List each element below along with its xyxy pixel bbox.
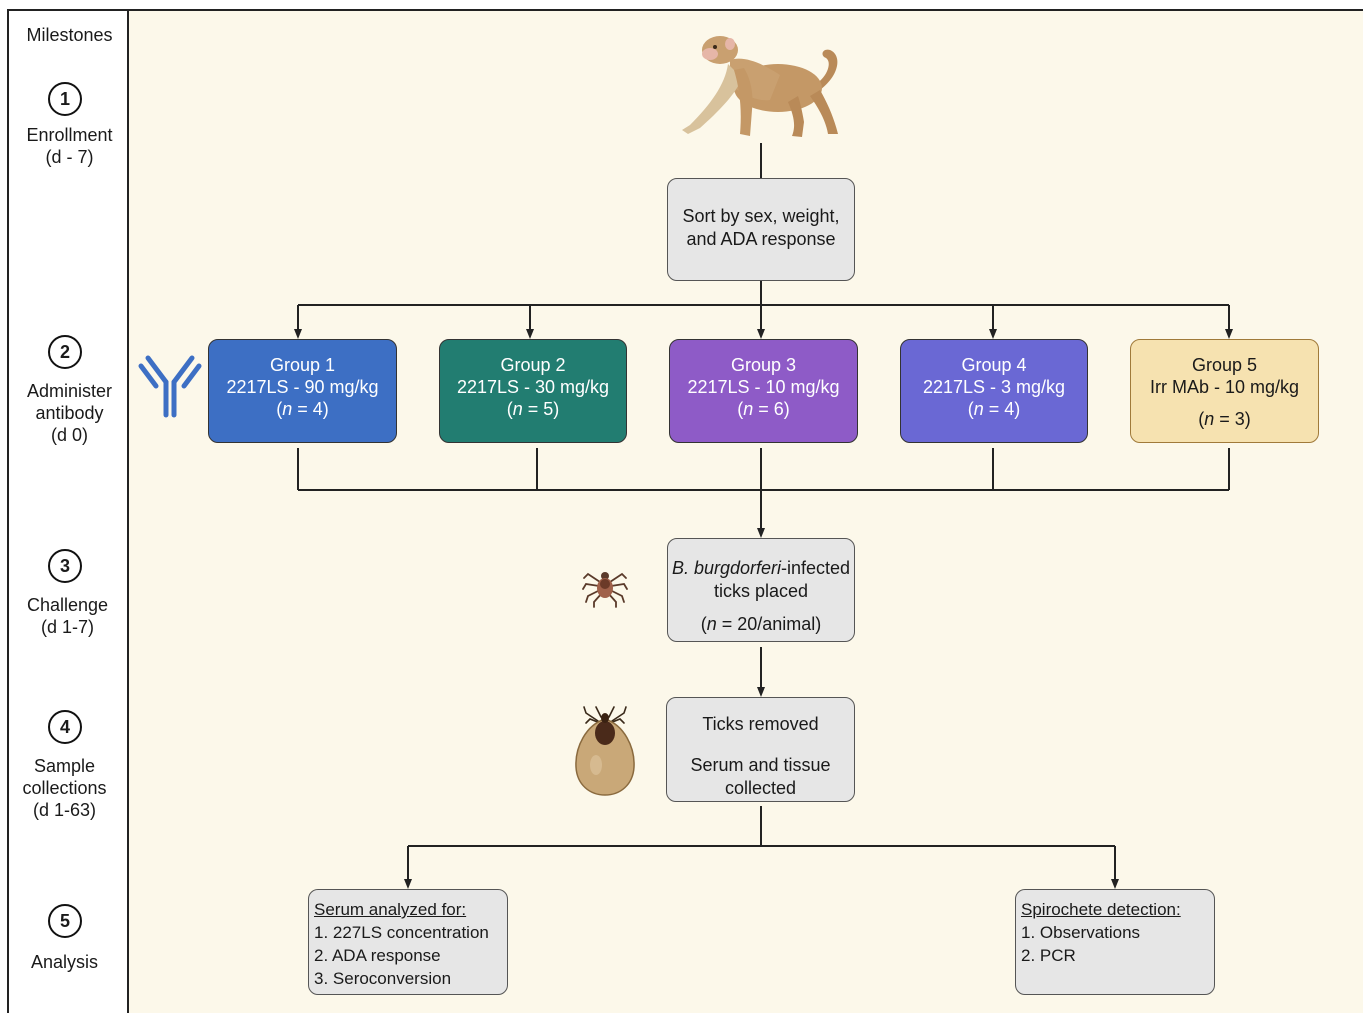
group-2-n-value: 5 (543, 399, 554, 419)
milestone-3-title: Challenge (26, 595, 109, 615)
sort-box-line1: Sort by sex, weight, (682, 206, 840, 226)
tick-icon (582, 572, 628, 608)
group-4-name: Group 4 (961, 355, 1027, 375)
group-1-n-value: 4 (312, 399, 323, 419)
group-3-n-symbol: n (743, 399, 754, 419)
group-5-dose: Irr MAb - 10 mg/kg (1149, 377, 1300, 397)
group-1-count: (n = 4) (276, 399, 329, 419)
group-3-count: (n = 6) (737, 399, 790, 419)
milestone-2-label: Administer antibody (d 0) (7, 380, 132, 446)
ticks-removed-line1: Ticks removed (702, 714, 819, 734)
ticks-placed-line1: B. burgdorferi-infected (668, 557, 854, 580)
milestone-2-title-line1: Administer (26, 381, 113, 401)
milestone-2-title-line2: antibody (35, 403, 104, 423)
group-3-n-value: 6 (773, 399, 784, 419)
milestone-5-number: 5 (48, 904, 82, 938)
milestone-4-day: (d 1-63) (32, 800, 97, 820)
group-4-count: (n = 4) (967, 399, 1021, 419)
group-5-count: (n = 3) (1198, 409, 1251, 429)
species-name: B. burgdorferi (671, 558, 781, 578)
ticks-placed-count: (n = 20/animal) (700, 614, 822, 634)
milestone-4-title-line2: collections (22, 778, 107, 798)
milestone-4-title-line1: Sample (33, 756, 96, 776)
ticks-removed-box: Ticks removed Serum and tissue collected (666, 697, 855, 802)
group-5-name: Group 5 (1191, 355, 1258, 375)
milestone-1-title: Enrollment (26, 125, 113, 145)
group-5-n-value: 3 (1234, 409, 1245, 429)
spirochete-detection-title: Spirochete detection: (1021, 900, 1181, 919)
group-3-name: Group 3 (730, 355, 797, 375)
ticks-placed-line2: ticks placed (713, 581, 809, 601)
milestone-4-number: 4 (48, 710, 82, 744)
milestone-3-number: 3 (48, 549, 82, 583)
group-2-count: (n = 5) (506, 399, 560, 419)
ticks-removed-line3: collected (724, 778, 797, 798)
group-2-box: Group 2 2217LS - 30 mg/kg (n = 5) (439, 339, 627, 443)
milestone-2-number: 2 (48, 335, 82, 369)
group-2-name: Group 2 (500, 355, 566, 375)
milestones-title: Milestones (26, 25, 113, 45)
engorged-tick-icon (575, 706, 635, 796)
group-2-n-symbol: n (512, 399, 523, 419)
ticks-placed-n-symbol: n (706, 614, 717, 634)
sort-box: Sort by sex, weight, and ADA response (667, 178, 855, 281)
milestone-5-title: Analysis (30, 952, 99, 972)
milestone-1-number: 1 (48, 82, 82, 116)
serum-analysis-item-2: 2. ADA response (314, 946, 441, 965)
milestone-4-label: Sample collections (d 1-63) (2, 755, 127, 821)
monkey-icon (682, 36, 838, 137)
group-1-dose: 2217LS - 90 mg/kg (226, 377, 379, 397)
group-4-box: Group 4 2217LS - 3 mg/kg (n = 4) (900, 339, 1088, 443)
milestone-3-label: Challenge (d 1-7) (5, 594, 130, 638)
ticks-placed-n-value: = 20/animal) (721, 614, 822, 634)
ticks-removed-line2: Serum and tissue (690, 755, 831, 775)
milestones-column (7, 9, 129, 1013)
antibody-icon (138, 355, 202, 418)
group-1-name: Group 1 (269, 355, 336, 375)
group-1-box: Group 1 2217LS - 90 mg/kg (n = 4) (208, 339, 397, 443)
species-suffix: -infected (781, 558, 851, 578)
group-5-box: Group 5 Irr MAb - 10 mg/kg (n = 3) (1130, 339, 1319, 443)
group-3-dose: 2217LS - 10 mg/kg (687, 377, 840, 397)
group-5-n-symbol: n (1204, 409, 1215, 429)
spirochete-detection-item-2: 2. PCR (1021, 946, 1076, 965)
milestone-3-day: (d 1-7) (40, 617, 94, 637)
group-1-n-symbol: n (282, 399, 293, 419)
serum-analysis-box: Serum analyzed for: 1. 227LS concentrati… (308, 889, 508, 995)
group-4-n-value: 4 (1004, 399, 1015, 419)
group-3-box: Group 3 2217LS - 10 mg/kg (n = 6) (669, 339, 858, 443)
milestone-1-label: Enrollment (d - 7) (7, 124, 132, 168)
serum-analysis-title: Serum analyzed for: (314, 900, 467, 919)
serum-analysis-item-3: 3. Seroconversion (314, 969, 452, 988)
spirochete-detection-item-1: 1. Observations (1021, 923, 1141, 942)
sort-box-line2: and ADA response (686, 229, 836, 249)
group-4-dose: 2217LS - 3 mg/kg (922, 377, 1066, 397)
group-2-dose: 2217LS - 30 mg/kg (456, 377, 610, 397)
serum-analysis-item-1: 1. 227LS concentration (314, 923, 489, 942)
spirochete-detection-box: Spirochete detection: 1. Observations 2.… (1015, 889, 1215, 995)
milestone-2-day: (d 0) (50, 425, 88, 445)
milestone-1-day: (d - 7) (45, 147, 94, 167)
group-4-n-symbol: n (973, 399, 984, 419)
ticks-placed-box: B. burgdorferi-infected ticks placed (n … (667, 538, 855, 642)
